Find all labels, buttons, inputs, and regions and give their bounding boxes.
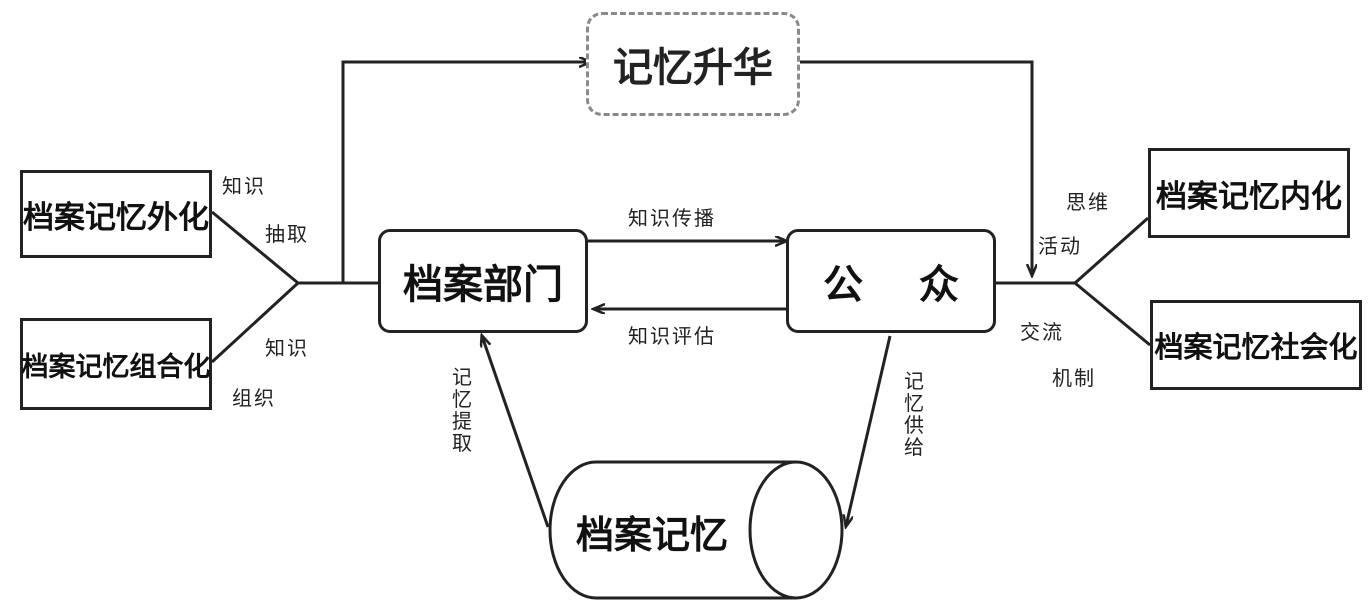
archive-department-text: 档案部门 xyxy=(403,262,563,308)
label-mechanism: 机制 xyxy=(1052,366,1096,390)
public-text: 公 众 xyxy=(823,262,959,308)
memory-retrieval-arrow xyxy=(482,336,550,528)
socialization-box: 档案记忆社会化 xyxy=(1150,300,1362,390)
label-memory-retrieval: 记忆提取 xyxy=(452,365,472,455)
internalization-box: 档案记忆内化 xyxy=(1148,148,1350,238)
label-knowledge-1: 知识 xyxy=(222,174,266,198)
archive-memory-cylinder xyxy=(548,460,844,600)
label-extraction: 抽取 xyxy=(265,222,309,246)
socialization-text: 档案记忆社会化 xyxy=(1154,330,1358,364)
externalization-text: 档案记忆外化 xyxy=(23,199,209,236)
memory-sublimation-text: 记忆升华 xyxy=(613,45,773,91)
label-knowledge-dissemination: 知识传播 xyxy=(628,206,716,230)
label-memory-supply: 记忆供给 xyxy=(904,369,924,459)
externalization-box: 档案记忆外化 xyxy=(20,170,212,258)
label-knowledge-evaluation: 知识评估 xyxy=(628,324,716,348)
sublimation-output-arrow xyxy=(800,60,1032,275)
socialization-branch-line xyxy=(1074,281,1151,347)
combination-text: 档案记忆组合化 xyxy=(21,351,211,383)
public-box: 公 众 xyxy=(786,229,996,333)
label-knowledge-2: 知识 xyxy=(265,336,309,360)
externalization-branch-line xyxy=(211,210,299,285)
label-activity: 活动 xyxy=(1038,234,1082,258)
archive-department-box: 档案部门 xyxy=(378,229,588,333)
combination-box: 档案记忆组合化 xyxy=(20,318,212,410)
internalization-branch-line xyxy=(1074,216,1149,285)
sublimation-input-arrow xyxy=(341,62,590,283)
label-exchange: 交流 xyxy=(1020,320,1064,344)
combination-branch-line xyxy=(210,281,300,364)
memory-sublimation-box: 记忆升华 xyxy=(586,12,800,116)
internalization-text: 档案记忆内化 xyxy=(1156,178,1342,215)
archive-memory-label: 档案记忆 xyxy=(576,513,729,557)
label-organization: 组织 xyxy=(232,386,276,410)
label-thinking: 思维 xyxy=(1066,190,1110,214)
memory-supply-arrow xyxy=(846,335,892,526)
